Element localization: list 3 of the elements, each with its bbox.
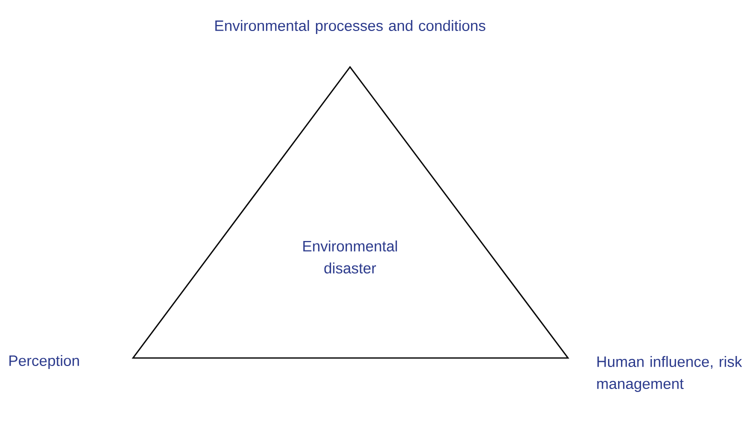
- corner-label: Perception: [9, 355, 79, 369]
- corner-label: Human influence, risk management: [597, 356, 742, 392]
- corner-label: Environmental processes and conditions: [215, 20, 486, 34]
